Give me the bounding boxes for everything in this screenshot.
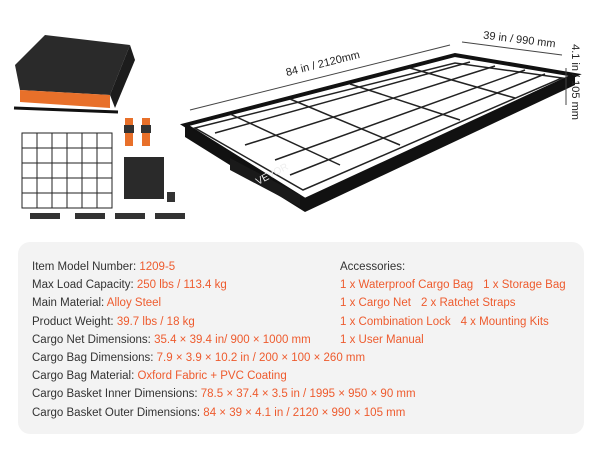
height-label: 4.1 in / 105 mm: [569, 44, 581, 120]
width-dimension-line: [461, 41, 563, 56]
product-illustration: VEVOR: [13, 35, 582, 219]
accessory-row: 1 x User Manual: [340, 333, 424, 346]
accessories-title: Accessories:: [340, 261, 406, 273]
spec-row: Cargo Net Dimensions: 35.4 × 39.4 in/ 90…: [32, 333, 311, 346]
spec-row: Cargo Basket Outer Dimensions: 84 × 39 ×…: [32, 406, 406, 419]
length-dimension-line: [189, 44, 451, 111]
mounting-kits-image: [30, 213, 185, 219]
spec-row: Product Weight: 39.7 lbs / 18 kg: [32, 315, 195, 328]
spec-row: Cargo Bag Material: Oxford Fabric + PVC …: [32, 370, 287, 383]
storage-bag-image: [124, 157, 164, 199]
lock-image: [167, 192, 175, 202]
spec-row: Main Material: Alloy Steel: [32, 297, 162, 310]
spec-list: Item Model Number: 1209-5 Max Load Capac…: [32, 258, 416, 422]
spec-row: Cargo Bag Dimensions: 7.9 × 3.9 × 10.2 i…: [32, 352, 366, 365]
cargo-basket-image: VEVOR: [179, 52, 582, 212]
ratchet-straps-image: [124, 118, 151, 146]
cargo-bag-image: [13, 35, 135, 114]
spec-row: Item Model Number: 1209-5: [32, 261, 176, 273]
spec-row: Max Load Capacity: 250 lbs / 113.4 kg: [32, 279, 227, 292]
spec-card: [18, 242, 584, 434]
cargo-net-image: [21, 132, 113, 209]
spec-row: Cargo Basket Inner Dimensions: 78.5 × 37…: [32, 388, 416, 401]
